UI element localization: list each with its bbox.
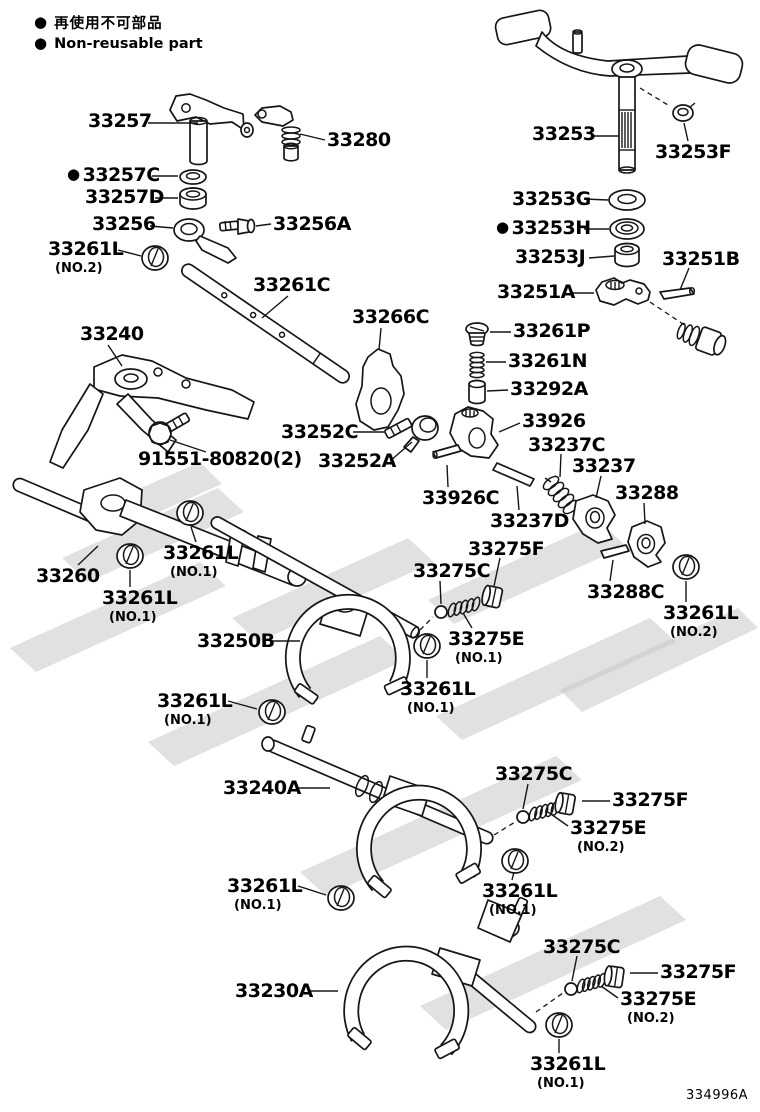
assembly-dashed-lines <box>419 87 687 1013</box>
part-33257C-washer <box>179 169 207 185</box>
part-33261L-bushing <box>327 885 355 911</box>
part-33251A-shift-head <box>595 277 651 306</box>
part-33230A-fork-shaft <box>343 896 537 1060</box>
part-33253J-bushing <box>614 242 640 268</box>
legend-row-jp: ● 再使用不可部品 <box>34 12 203 33</box>
part-33256-link <box>173 218 237 264</box>
part-33261L-bushing <box>176 500 204 526</box>
legend-text-english: Non-reusable part <box>54 35 203 52</box>
part-33251B-pin <box>659 286 696 300</box>
part-33261L-bushing <box>413 633 441 659</box>
part-91551-bolt <box>148 412 191 446</box>
part-33275-set-low <box>516 791 577 824</box>
part-33288C-pin <box>600 544 630 559</box>
non-reusable-bullet-icon: ● <box>34 34 48 52</box>
part-33275-set-mid <box>434 584 504 619</box>
part-33280-lever-spring <box>254 105 301 162</box>
part-33261L-bushing <box>116 543 144 569</box>
part-33253-control-shaft-lever <box>494 9 744 174</box>
part-33260-fork <box>12 477 307 587</box>
part-33292A-plunger <box>468 379 486 405</box>
part-33261P-screw-plug <box>465 322 489 347</box>
legend-row-en: ● Non-reusable part <box>34 33 203 54</box>
part-33261L-bushing <box>258 699 286 725</box>
leader-lines <box>77 122 690 1053</box>
part-33253G-washer <box>608 189 646 211</box>
part-33257-shift-inner-lever <box>169 93 254 166</box>
part-33266C-head <box>355 348 405 431</box>
part-33275-set-bottom <box>564 965 625 996</box>
part-33240A-fork-shaft <box>261 724 494 899</box>
part-33253H-bearing-washer <box>609 218 645 240</box>
part-33261L-bushing <box>545 1012 573 1038</box>
part-33261N-spring <box>469 351 485 379</box>
part-33261L-bushing <box>501 848 529 874</box>
part-33240-fork-lever <box>49 354 255 469</box>
part-33926-reverse-shift-head <box>449 406 499 459</box>
part-33257D-bushing <box>179 187 207 210</box>
legend: ● 再使用不可部品 ● Non-reusable part <box>34 12 203 54</box>
part-33256A-bolt <box>218 218 256 235</box>
non-reusable-bullet-icon: ● <box>34 13 48 31</box>
diagram-code: 334996A <box>686 1088 749 1103</box>
part-33252A-roller <box>403 415 439 453</box>
part-33290-plug <box>676 322 727 356</box>
part-33252C-pin <box>384 417 413 439</box>
part-33288-reverse-arm <box>627 520 666 568</box>
part-33926C-pin <box>432 444 462 459</box>
part-33250B-fork-shaft <box>210 516 421 705</box>
part-33261C-shaft <box>181 263 351 384</box>
part-33261L-bushing <box>672 554 700 580</box>
part-33261L-bushing <box>141 245 169 271</box>
legend-text-japanese: 再使用不可部品 <box>54 16 163 32</box>
part-33237D-pin <box>492 462 535 487</box>
part-33237-reverse-arm-bracket <box>572 494 616 544</box>
part-33253F-snap-ring <box>672 102 696 122</box>
